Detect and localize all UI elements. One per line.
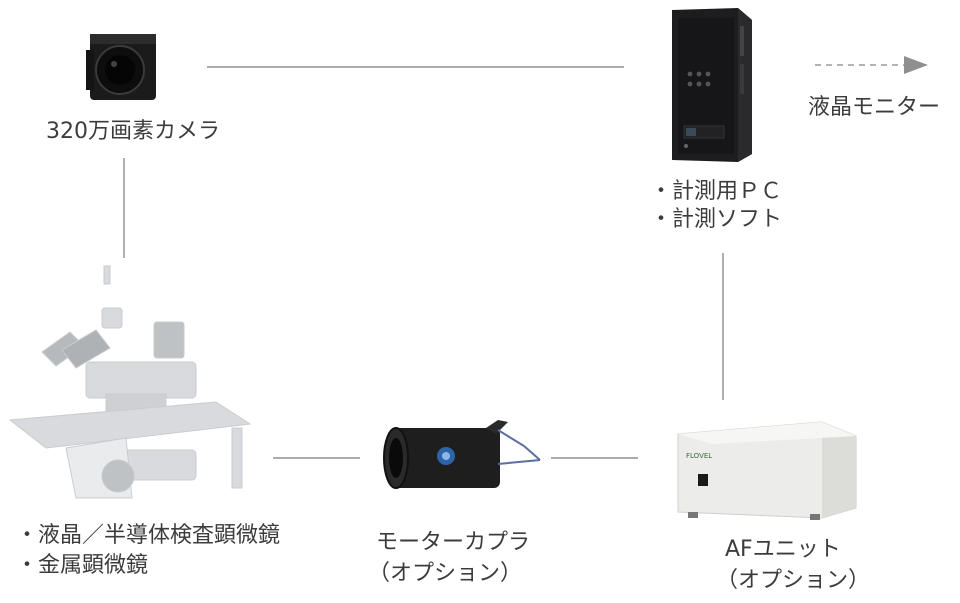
camera-icon [86,34,156,100]
af-unit-label-2: （オプション） [716,568,871,593]
pc-label-1: ・計測用ＰＣ [650,179,783,204]
pc-label-2: ・計測ソフト [650,207,783,232]
microscope-label-2: ・金属顕微鏡 [16,553,149,578]
af-unit-brand: FLOVEL [686,452,712,460]
arrow-right-icon [904,56,928,74]
motor-coupler-icon [383,420,541,489]
desktop-pc-icon [672,8,752,162]
coupler-label-1: モーターカプラ [376,530,531,555]
microscope-icon [8,265,252,499]
monitor-label: 液晶モニター [808,95,941,120]
camera-label: 320万画素カメラ [46,119,220,144]
af-unit-label-1: AFユニット [725,537,841,562]
microscope-label-1: ・液晶／半導体検査顕微鏡 [16,523,281,548]
coupler-label-2: （オプション） [368,561,523,586]
control-box-icon: FLOVEL [677,421,857,520]
